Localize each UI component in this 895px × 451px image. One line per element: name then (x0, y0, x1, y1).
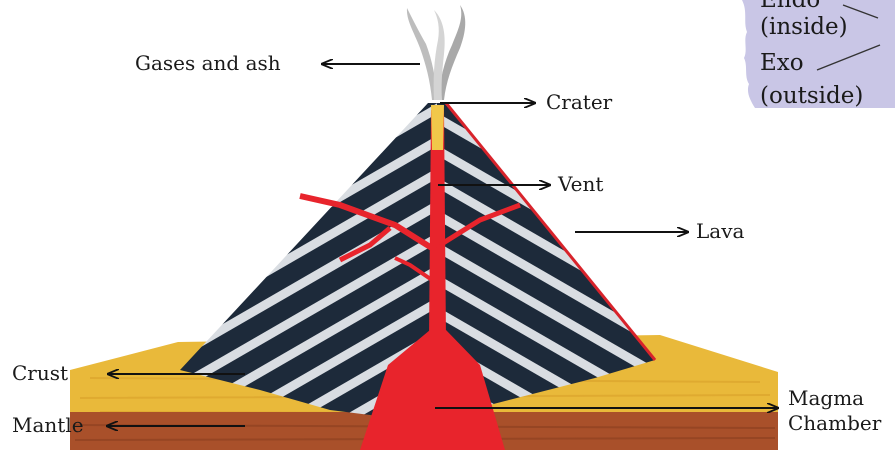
label-magma: Magma (788, 386, 864, 410)
label-mantle: Mantle (12, 413, 84, 437)
note-inside: (inside) (760, 14, 848, 40)
crater-plug (431, 105, 444, 150)
label-crater: Crater (546, 90, 613, 114)
note-outside: (outside) (760, 83, 863, 109)
label-chamber: Chamber (788, 411, 882, 435)
note-endo: Endo (760, 0, 820, 13)
note-exo: Exo (760, 50, 804, 76)
label-gases-and-ash: Gases and ash (135, 51, 281, 75)
note-box: Endo (inside) Exo (outside) (742, 0, 895, 109)
label-lava: Lava (696, 219, 745, 243)
label-vent: Vent (557, 172, 603, 196)
label-crust: Crust (12, 361, 68, 385)
smoke-plume (407, 5, 465, 100)
